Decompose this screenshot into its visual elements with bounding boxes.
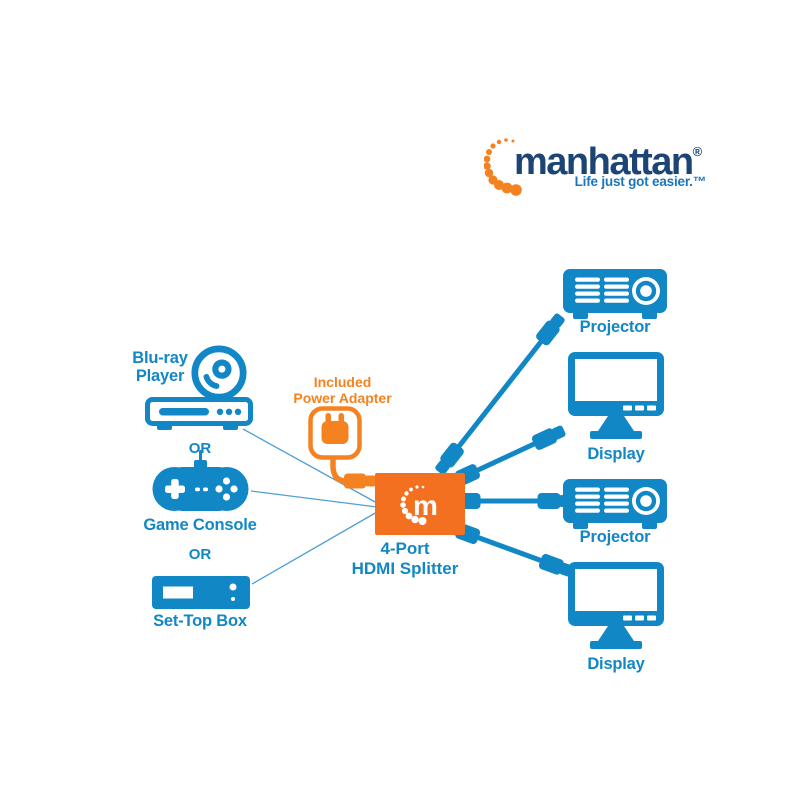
power-cord bbox=[330, 443, 376, 489]
set-top-box-icon bbox=[152, 576, 250, 609]
game-console-icon bbox=[152, 450, 249, 511]
hdmi-cable bbox=[432, 311, 568, 477]
set-top-box-label: Set-Top Box bbox=[153, 612, 247, 630]
brand-wordmark: manhattan® bbox=[514, 132, 702, 182]
connection-line bbox=[242, 428, 378, 504]
power-adapter-label: Included Power Adapter bbox=[293, 374, 392, 406]
display-2-label: Display bbox=[587, 655, 645, 673]
projector-2-label: Projector bbox=[579, 528, 651, 546]
projector-1-icon bbox=[563, 269, 667, 319]
registered-mark: ® bbox=[692, 144, 703, 159]
projector-2-icon bbox=[563, 479, 667, 529]
connection-line bbox=[250, 490, 378, 508]
blu-ray-disc-icon bbox=[191, 345, 247, 401]
source-connection-lines bbox=[242, 428, 378, 585]
display-2-icon bbox=[568, 562, 664, 649]
blu-ray-player-icon bbox=[145, 397, 253, 430]
power-plug-connector bbox=[344, 473, 376, 489]
hdmi-cable bbox=[447, 493, 571, 509]
display-1-icon bbox=[568, 352, 664, 439]
blu-ray-player-label: Blu-ray Player bbox=[132, 349, 188, 385]
hdmi-cables bbox=[432, 311, 575, 580]
connection-line bbox=[251, 511, 378, 585]
hdmi-cable bbox=[444, 422, 568, 492]
brand-logo: manhattan® Life just got easier.™ bbox=[484, 130, 710, 202]
hdmi-cable bbox=[444, 518, 575, 580]
brand-dot-swirl-icon bbox=[484, 138, 522, 196]
display-1-label: Display bbox=[587, 445, 645, 463]
splitter-m-logo-icon: m bbox=[400, 485, 438, 525]
power-adapter-icon bbox=[308, 406, 362, 460]
hdmi-splitter-label: 4-Port HDMI Splitter bbox=[351, 539, 459, 578]
brand-tagline: Life just got easier.™ bbox=[574, 174, 707, 189]
or-separator-2: OR bbox=[188, 546, 212, 563]
game-console-label: Game Console bbox=[143, 516, 257, 534]
projector-1-label: Projector bbox=[579, 318, 651, 336]
brand-wordmark-text: manhattan bbox=[514, 141, 694, 183]
or-separator-1: OR bbox=[188, 440, 212, 457]
hdmi-splitter-box: m bbox=[375, 473, 465, 535]
splitter-logo-letter: m bbox=[413, 490, 438, 521]
